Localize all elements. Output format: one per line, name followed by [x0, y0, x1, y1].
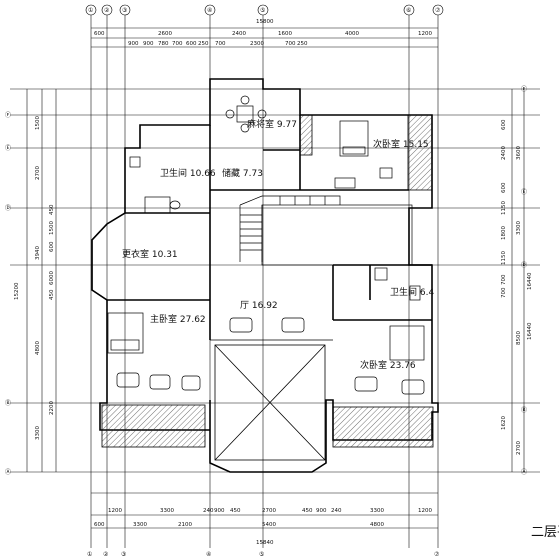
room-master-bedroom: 主卧室 27.62	[150, 313, 206, 325]
drawing-title: 二层平面图	[531, 525, 559, 540]
room-bedroom-2: 次卧室 15.15	[373, 138, 429, 150]
dim-bottom-2: 4800	[370, 522, 384, 528]
axis-bubble: ⑤	[259, 551, 264, 558]
dim-left: 3940	[35, 246, 41, 260]
dim-left: 3300	[35, 426, 41, 440]
dim-left: 450	[49, 289, 55, 300]
overall-width-top: 15800	[256, 19, 274, 25]
dim-bottom-1: 450	[302, 508, 313, 514]
axis-number: ②	[104, 7, 110, 14]
axis-bubble: Ⓕ	[5, 111, 11, 119]
dim-top-1: 600	[94, 31, 105, 37]
dim-bottom-1: 2700	[262, 508, 276, 514]
dim-bottom-1: 3300	[370, 508, 384, 514]
dim-right: 700	[501, 287, 507, 298]
dim-right: 1150	[501, 201, 507, 215]
room-storage: 储藏 7.73	[222, 167, 263, 179]
axis-bubble: ①	[87, 551, 92, 558]
axis-bubble: Ⓑ	[521, 406, 527, 414]
dim-top-2: 700	[215, 41, 226, 47]
dim-left: 2200	[49, 401, 55, 415]
dim-right: 3600	[516, 146, 522, 160]
room-bedroom-3: 次卧室 23.76	[360, 359, 416, 371]
dim-left: 600	[49, 241, 55, 252]
axis-bubble: Ⓕ	[521, 85, 527, 93]
overall-width-bottom: 15840	[256, 540, 274, 546]
dim-bottom-1: 1200	[108, 508, 122, 514]
axis-number: ③	[122, 7, 127, 14]
dim-top-2: 700	[172, 41, 183, 47]
dim-top-2: 2300	[250, 41, 264, 47]
dim-bottom-2: 2100	[178, 522, 192, 528]
dim-right: 3300	[516, 221, 522, 235]
dim-right: 1150	[501, 251, 507, 265]
axis-number: ⑥	[406, 7, 411, 14]
dim-bottom-1: 900	[316, 508, 327, 514]
dim-left: 6000	[49, 271, 55, 285]
dim-left: 450	[49, 204, 55, 215]
room-hall: 厅 16.92	[240, 300, 278, 311]
dim-right: 8500	[516, 331, 522, 345]
dim-top-2: 600	[186, 41, 197, 47]
axis-bubble: ③	[121, 551, 126, 558]
room-dressing: 更衣室 10.31	[122, 248, 178, 260]
room-bathroom-1: 卫生间 10.66	[160, 167, 216, 179]
dim-bottom-2: 600	[94, 522, 105, 528]
dim-top-2: 780	[158, 41, 169, 47]
axis-bubble: Ⓔ	[521, 188, 527, 196]
dim-left: 2700	[35, 166, 41, 180]
dim-right: 1800	[501, 226, 507, 240]
dim-right: 700	[501, 274, 507, 285]
dim-bottom-1: 450	[230, 508, 241, 514]
dim-bottom-1: 1200	[418, 508, 432, 514]
dim-top-1: 1200	[418, 31, 432, 37]
dim-top-1: 4000	[345, 31, 359, 37]
axis-bubble: Ⓓ	[521, 261, 527, 269]
dim-right: 16440	[527, 322, 533, 340]
axis-bubble: ⑦	[434, 551, 440, 558]
dim-left: 1500	[49, 221, 55, 235]
axis-bubble: ④	[206, 551, 211, 558]
axis-bubble: Ⓐ	[5, 468, 11, 476]
dim-bottom-1: 240	[331, 508, 342, 514]
axis-bubble: Ⓐ	[521, 468, 527, 476]
dim-right: 1620	[501, 416, 507, 430]
dim-right: 600	[501, 119, 507, 130]
dim-bottom-1: 3300	[160, 508, 174, 514]
overall-height-right: 16440	[527, 272, 533, 290]
dim-bottom-1: 900	[214, 508, 225, 514]
dim-top-2: 700	[285, 41, 296, 47]
dim-right: 2700	[516, 441, 522, 455]
dim-top-2: 250	[297, 41, 308, 47]
dim-bottom-1: 240	[203, 508, 214, 514]
dim-right: 600	[501, 182, 507, 193]
dim-top-2: 250	[198, 41, 209, 47]
dim-top-1: 2600	[158, 31, 172, 37]
dim-top-2: 900	[128, 41, 139, 47]
axis-number: ⑤	[260, 7, 265, 14]
axis-bubble: Ⓑ	[5, 399, 11, 407]
axis-bubble: Ⓓ	[5, 204, 11, 212]
dim-top-2: 900	[143, 41, 154, 47]
overall-height-left: 15200	[14, 282, 20, 300]
dim-bottom-2: 5400	[262, 522, 276, 528]
axis-bubble: ②	[103, 551, 109, 558]
dim-bottom-2: 3300	[133, 522, 147, 528]
axis-number: ①	[88, 7, 93, 14]
room-mahjong: 麻将室 9.77	[247, 118, 297, 130]
axis-bubble: Ⓔ	[5, 144, 11, 152]
dim-left: 1500	[35, 116, 41, 130]
dim-right: 2400	[501, 146, 507, 160]
axis-number: ④	[207, 7, 212, 14]
room-bathroom-2: 卫生间 6.4	[390, 286, 434, 298]
dim-left: 4800	[35, 341, 41, 355]
axis-number: ⑦	[435, 7, 441, 14]
dim-top-1: 1600	[278, 31, 292, 37]
dim-top-1: 2400	[232, 31, 246, 37]
